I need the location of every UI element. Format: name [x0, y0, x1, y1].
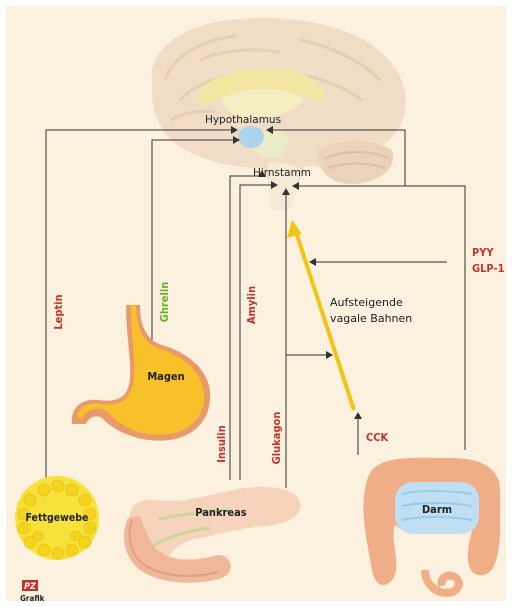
logo-text: PZ	[24, 582, 36, 592]
label-magen: Magen	[147, 370, 184, 383]
label-darm: Darm	[422, 503, 452, 516]
label-insulin: Insulin	[215, 425, 228, 463]
label-amylin: Amylin	[245, 286, 258, 324]
label-pankreas: Pankreas	[195, 506, 247, 519]
label-ghrelin: Ghrelin	[158, 282, 171, 323]
label-fettgewebe: Fettgewebe	[26, 512, 89, 524]
label-vagal-2: vagale Bahnen	[330, 312, 412, 325]
label-hypothalamus: Hypothalamus	[205, 114, 281, 126]
label-hirnstamm: Hirnstamm	[253, 167, 311, 179]
label-vagal-1: Aufsteigende	[330, 296, 403, 309]
label-leptin: Leptin	[52, 294, 65, 329]
label-cck: CCK	[366, 431, 389, 444]
label-pyy: PYY	[472, 246, 494, 259]
label-glukagon: Glukagon	[270, 412, 283, 465]
label-glp1: GLP-1	[472, 262, 505, 275]
logo-subtext: Grafik	[20, 594, 45, 603]
